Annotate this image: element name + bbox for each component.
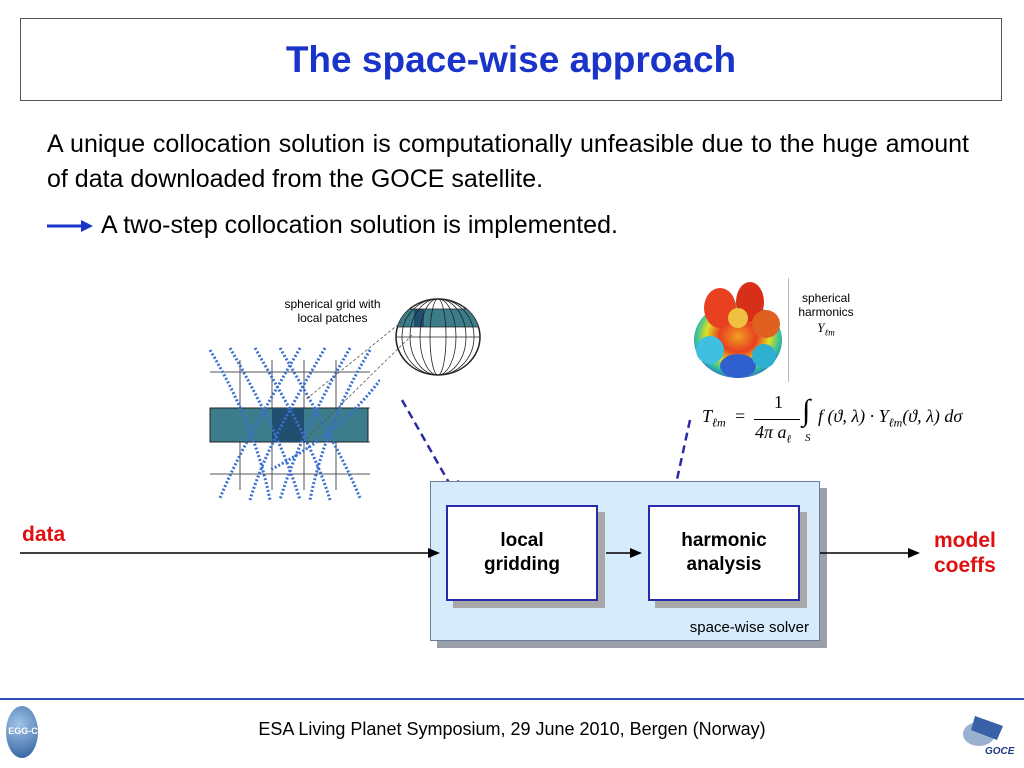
harmonics-label-line1: spherical [801, 291, 851, 305]
formula-integrand: f (ϑ, λ) · Yℓm(ϑ, λ) dσ [818, 406, 962, 431]
formula-lhs-sub: ℓm [712, 415, 726, 430]
model-coeffs-line2: coeffs [934, 554, 996, 577]
right-arrow-icon [47, 219, 93, 232]
formula-lhs-base: T [702, 406, 713, 426]
harmonics-symbol-base: Y [817, 320, 825, 335]
harmonics-divider [788, 278, 789, 382]
footer-text: ESA Living Planet Symposium, 29 June 201… [258, 719, 766, 739]
egg-c-logo-text: EGG-C [8, 726, 38, 736]
local-gridding-line2: gridding [484, 554, 560, 575]
patch-connector-lines [304, 314, 413, 441]
formula-integrand-sub: ℓm [888, 415, 903, 430]
arrow-statement: A two-step collocation solution is imple… [47, 208, 618, 243]
local-gridding-line1: local [500, 530, 544, 551]
formula-lhs: Tℓm [702, 406, 726, 431]
local-grid-illustration [208, 347, 380, 501]
egg-c-logo: EGG-C [4, 706, 42, 762]
formula-denominator: 4π aℓ [755, 422, 791, 446]
grid-label-line1: spherical grid with [284, 297, 381, 311]
formula-integral-sub: S [805, 432, 811, 444]
harmonic-analysis-line2: analysis [686, 554, 762, 575]
grid-label-line2: local patches [297, 311, 368, 325]
goce-logo-text: GOCE [985, 746, 1015, 757]
grid-label: spherical grid with local patches [270, 297, 395, 325]
spherical-harmonics-icon [694, 282, 782, 378]
formula-integrand-tail: (ϑ, λ) dσ [902, 406, 963, 426]
flow-arrows [20, 548, 920, 558]
title-box: The space-wise approach [20, 18, 1002, 101]
harmonics-label-line2: harmonics [798, 305, 854, 319]
intro-paragraph: A unique collocation solution is computa… [47, 130, 969, 193]
arrow-statement-text: A two-step collocation solution is imple… [101, 211, 618, 239]
data-input-label: data [22, 523, 66, 546]
footer-divider [0, 698, 1024, 700]
formula-numerator: 1 [774, 392, 783, 412]
solver-label: space-wise solver [689, 619, 809, 636]
formula-integral: ∫ [802, 394, 811, 427]
goce-logo: GOCE [955, 712, 1017, 762]
harmonic-analysis-box: harmonic analysis [648, 505, 800, 601]
harmonics-symbol: Yℓm [790, 321, 862, 340]
harmonics-label: spherical harmonics Yℓm [790, 291, 862, 340]
slide-title: The space-wise approach [285, 38, 737, 80]
local-gridding-box: local gridding [446, 505, 598, 601]
formula-denominator-base: 4π a [755, 422, 787, 442]
harmonic-analysis-line1: harmonic [681, 530, 767, 551]
goce-satellite-icon [963, 716, 1003, 746]
sphere-grid-icon [395, 298, 481, 376]
formula-denominator-sub: ℓ [786, 433, 792, 446]
model-coeffs-line1: model [934, 529, 996, 552]
model-coeffs-label: model coeffs [934, 528, 996, 578]
formula-equals: = [735, 406, 746, 426]
harmonics-symbol-sub: ℓm [824, 327, 835, 338]
formula-integrand-base: f (ϑ, λ) · Y [818, 406, 889, 426]
fraction-bar [754, 419, 800, 420]
egg-c-logo-shape [6, 706, 38, 758]
